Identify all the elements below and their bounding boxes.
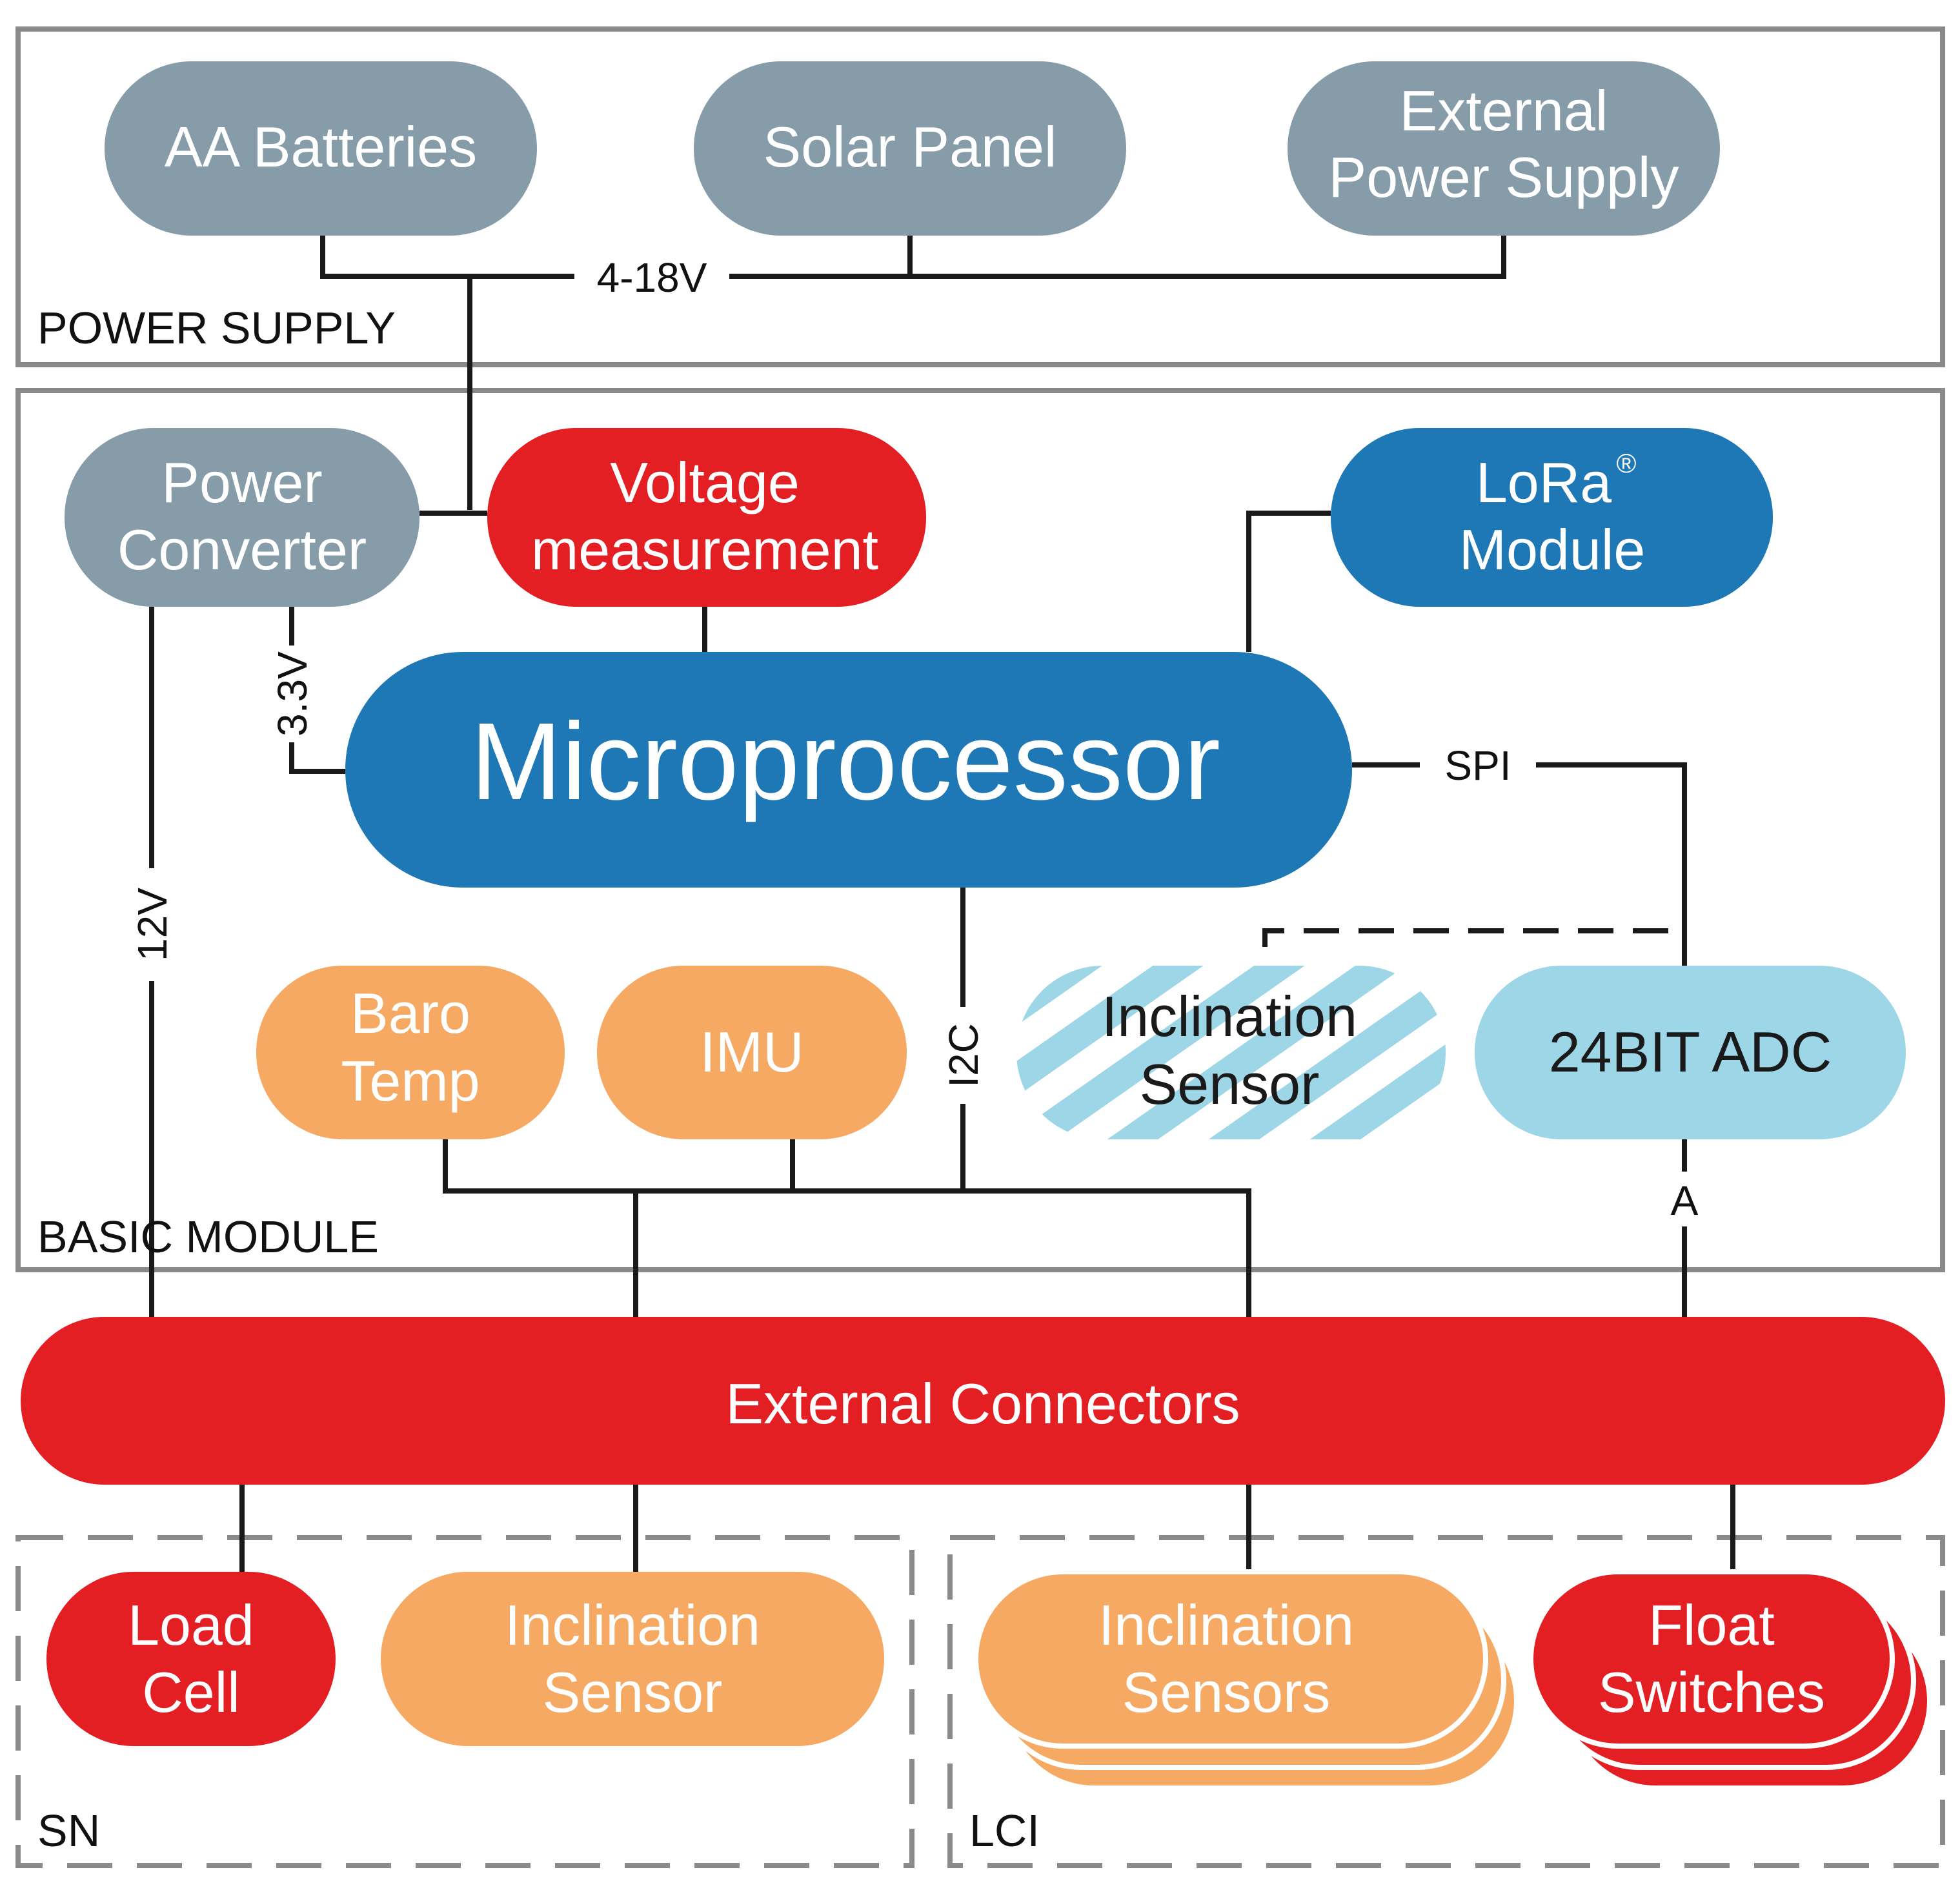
solar-panel-node: Solar Panel (694, 61, 1126, 236)
adc-node: 24BIT ADC (1475, 966, 1906, 1139)
svg-text:Float: Float (1648, 1593, 1775, 1657)
svg-text:Converter: Converter (117, 518, 367, 582)
load-cell-node: Load Cell (46, 1572, 336, 1746)
svg-text:Inclination: Inclination (505, 1593, 760, 1657)
imu-node: IMU (597, 966, 907, 1139)
svg-text:Power Supply: Power Supply (1329, 145, 1679, 209)
svg-text:IMU: IMU (700, 1020, 803, 1084)
voltage-measurement-node: Voltage measurement (487, 428, 926, 607)
svg-text:24BIT ADC: 24BIT ADC (1549, 1020, 1832, 1084)
svg-text:Load: Load (128, 1593, 254, 1657)
svg-text:Sensor: Sensor (543, 1660, 723, 1724)
svg-text:Inclination: Inclination (1098, 1593, 1354, 1657)
svg-text:External: External (1400, 79, 1608, 143)
power-supply-frame (15, 26, 1945, 367)
label-12v: 12V (129, 888, 176, 961)
external-connectors-node: External Connectors (21, 1317, 1945, 1485)
lora-module-node: LoRa ® Module (1331, 428, 1773, 607)
microprocessor-node: Microprocessor (345, 652, 1352, 888)
float-switches-node: Float Switches (1528, 1569, 1932, 1791)
label-i2c: I2C (940, 1023, 987, 1088)
svg-text:Module: Module (1459, 518, 1646, 582)
basic-module-frame (15, 388, 1945, 1272)
svg-text:measurement: measurement (531, 518, 878, 582)
svg-text:®: ® (1617, 448, 1637, 478)
sn-frame (15, 1535, 914, 1868)
label-4-18v: 4-18V (597, 254, 707, 301)
svg-text:Voltage: Voltage (610, 451, 800, 514)
section-power-supply: POWER SUPPLY (37, 303, 396, 353)
label-spi: SPI (1444, 742, 1511, 789)
aa-batteries-node: AA Batteries (105, 61, 537, 236)
svg-text:Microprocessor: Microprocessor (470, 700, 1220, 823)
external-power-supply-node: External Power Supply (1288, 61, 1720, 236)
power-converter-node: Power Converter (65, 428, 419, 607)
svg-text:Sensor: Sensor (1140, 1052, 1320, 1116)
svg-text:Switches: Switches (1598, 1660, 1825, 1724)
section-basic-module: BASIC MODULE (37, 1212, 379, 1262)
inclination-sensor-internal-node: Inclination Sensor (1016, 966, 1446, 1139)
label-analog: A (1671, 1177, 1699, 1224)
svg-text:Baro: Baro (350, 981, 470, 1045)
inclination-sensors-lci-node: Inclination Sensors (973, 1569, 1519, 1791)
baro-temp-node: Baro Temp (256, 966, 565, 1139)
svg-text:AA Batteries: AA Batteries (165, 115, 477, 179)
svg-text:External Connectors: External Connectors (725, 1372, 1240, 1436)
svg-text:LoRa: LoRa (1476, 451, 1611, 514)
section-lci: LCI (969, 1805, 1040, 1856)
lci-frame (947, 1535, 1945, 1868)
svg-text:Inclination: Inclination (1102, 984, 1357, 1048)
inclination-sensor-sn-node: Inclination Sensor (381, 1572, 884, 1746)
svg-text:Temp: Temp (341, 1049, 480, 1113)
svg-text:Solar Panel: Solar Panel (763, 115, 1057, 179)
section-sn: SN (37, 1805, 100, 1856)
svg-text:Power: Power (161, 451, 322, 514)
label-3-3v: 3.3V (269, 651, 316, 737)
svg-text:Sensors: Sensors (1122, 1660, 1331, 1724)
wires (149, 236, 1735, 1572)
svg-text:Cell: Cell (142, 1660, 240, 1724)
